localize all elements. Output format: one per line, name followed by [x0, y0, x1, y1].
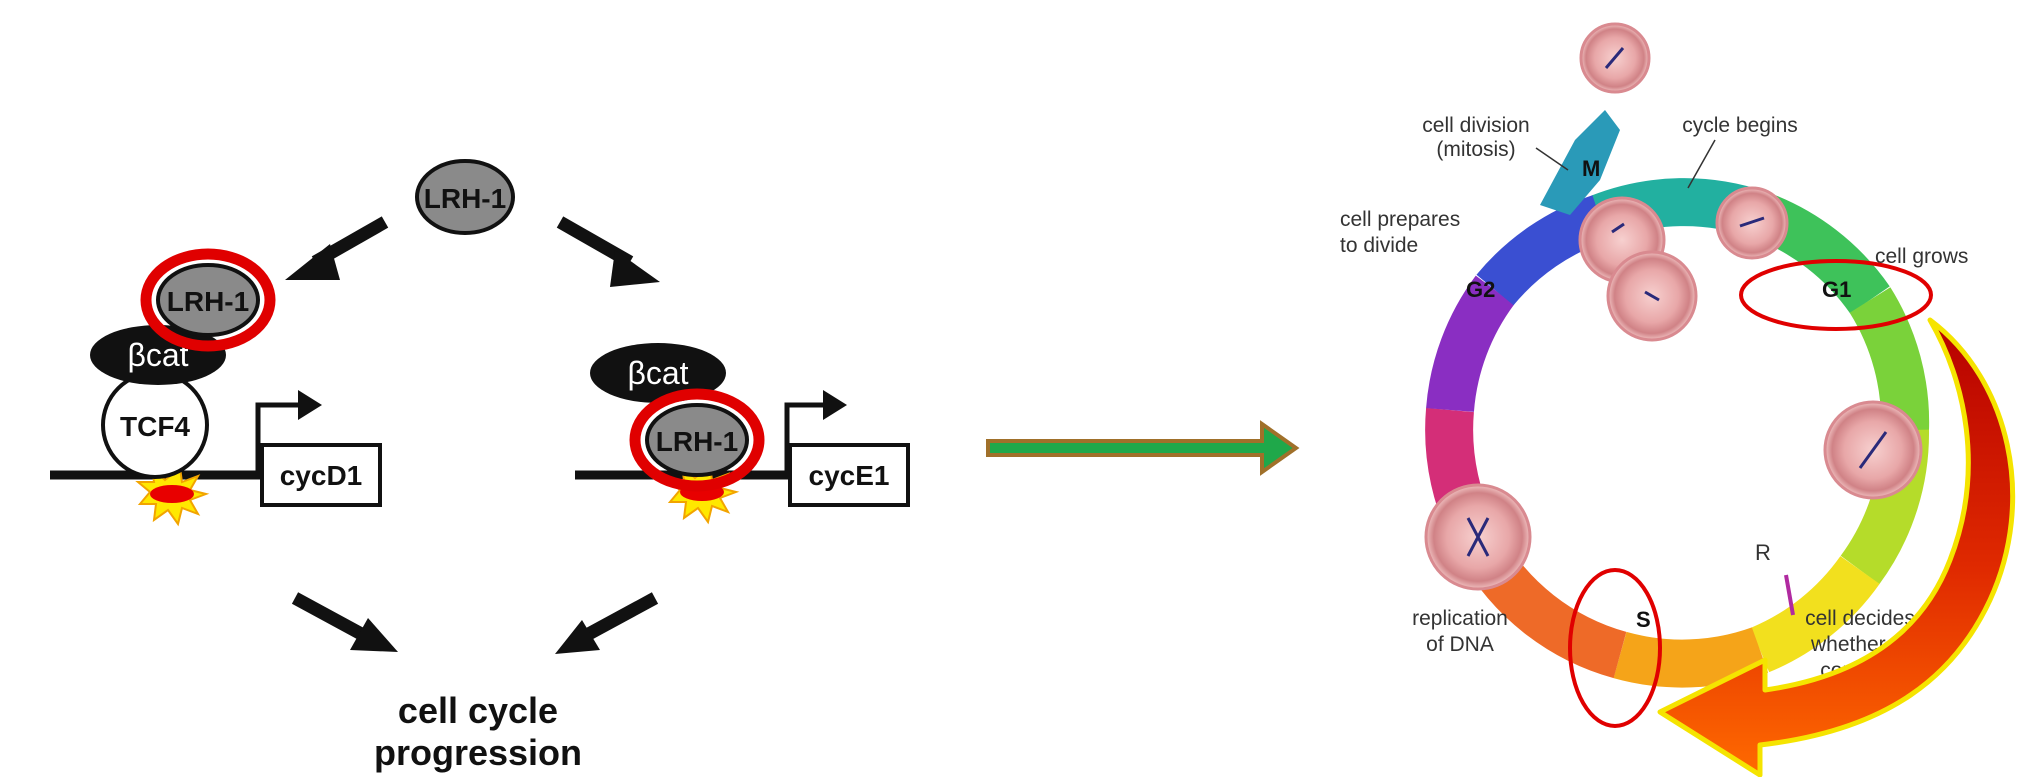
label-replication-1: replication: [1412, 607, 1508, 630]
cycd1-label: cycD1: [280, 460, 363, 491]
label-replication-2: of DNA: [1426, 633, 1494, 656]
left-lrh1-highlight: [140, 248, 276, 352]
phase-g2-label: G2: [1466, 277, 1495, 302]
g1-to-s-curved-arrow: [1657, 317, 2016, 777]
label-cell-division-2: (mitosis): [1436, 138, 1515, 161]
right-complex: βcat LRH-1 cycE1: [575, 343, 910, 525]
phase-r-label: R: [1755, 540, 1771, 565]
cell-cycle-diagram: M G1 S G2 R cell division (mitosis) cycl…: [1340, 22, 2016, 777]
right-bcat-label: βcat: [627, 355, 688, 391]
arrow-to-right-lrh1: [556, 216, 660, 287]
label-cell-grows: cell grows: [1875, 245, 1968, 268]
right-lrh1-node: [645, 403, 749, 477]
g1-highlight-ellipse: [1739, 259, 1933, 331]
restriction-point-marker: [1784, 574, 1795, 616]
outcome-line1: cell cycle: [398, 690, 558, 731]
lrh1-pathway-diagram: LRH-1 TCF4 βcat LRH-1: [50, 159, 910, 773]
cell-images: [1424, 22, 1923, 591]
cyce1-promoter-arrow: [784, 402, 825, 475]
arrow-left-to-progression: [291, 592, 398, 652]
cycd1-gene-box: [260, 443, 382, 507]
label-cell-prepares-1: cell prepares: [1340, 208, 1460, 231]
left-lrh1-label: LRH-1: [167, 286, 249, 317]
mitosis-segment: [1540, 110, 1620, 215]
cyce1-gene-box: [788, 443, 910, 507]
label-cycle-begins: cycle begins: [1682, 114, 1798, 137]
tcf4-label: TCF4: [120, 411, 190, 442]
label-decides-1: cell decides: [1805, 607, 1915, 630]
label-cell-prepares-2: to divide: [1340, 234, 1418, 257]
arrow-to-left-lrh1: [285, 216, 389, 280]
phase-m-label: M: [1582, 156, 1600, 181]
right-bcat-node: [590, 343, 726, 403]
transition-arrow: [986, 420, 1300, 476]
left-lrh1-node: [156, 263, 260, 337]
top-lrh1-node: LRH-1: [415, 159, 515, 235]
label-cell-division-1: cell division: [1422, 114, 1529, 137]
right-lrh1-label: LRH-1: [656, 426, 738, 457]
arrow-right-to-progression: [555, 592, 659, 654]
cyce1-label: cycE1: [809, 460, 890, 491]
top-lrh1-label: LRH-1: [424, 183, 506, 214]
s-highlight-ellipse: [1568, 568, 1662, 728]
outcome-line2: progression: [374, 732, 582, 773]
cycd1-promoter-arrow: [255, 402, 300, 475]
left-complex: TCF4 βcat LRH-1 cycD1: [50, 248, 382, 527]
phase-g1-label: G1: [1822, 277, 1851, 302]
right-lrh1-highlight: [629, 388, 765, 492]
phase-s-label: S: [1636, 607, 1651, 632]
